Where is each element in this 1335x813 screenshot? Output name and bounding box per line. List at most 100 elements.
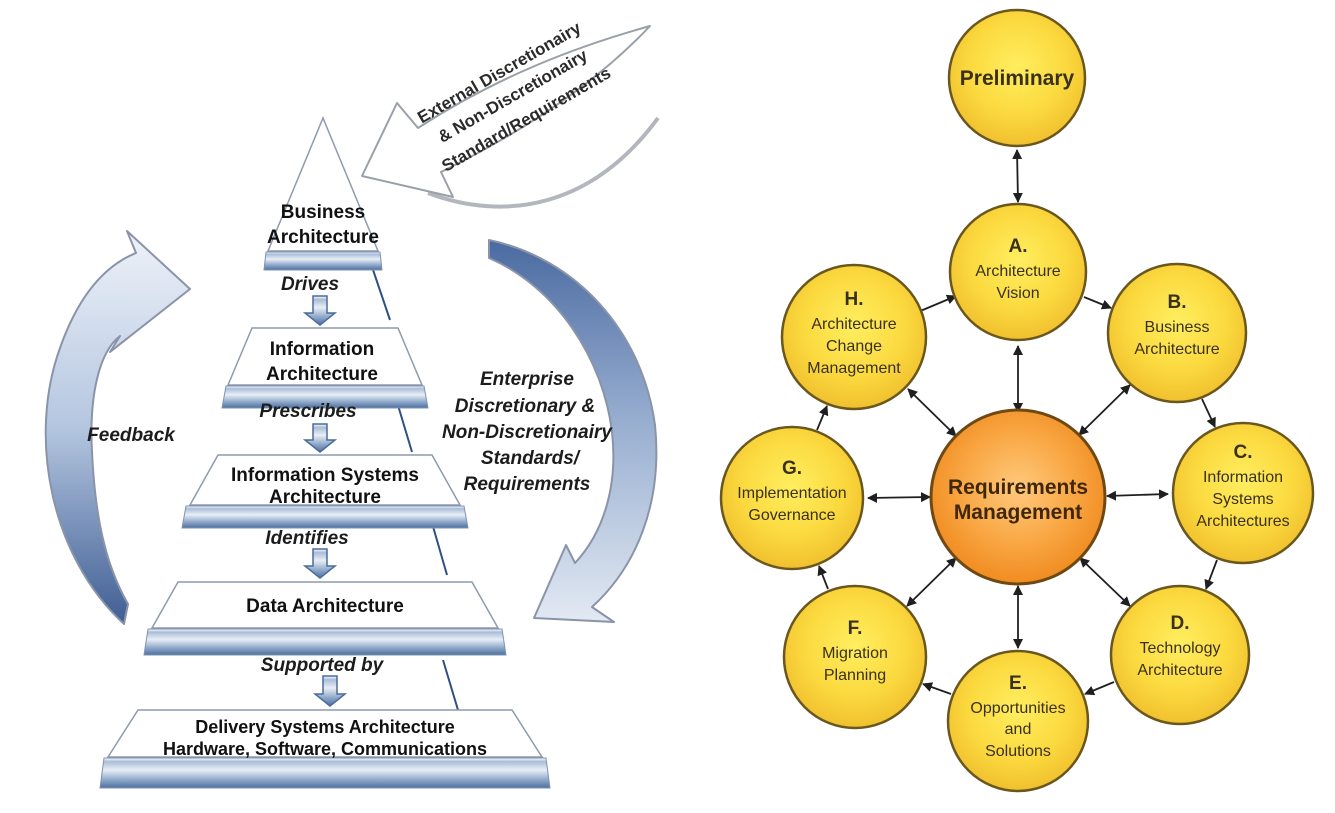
arrow-rm-g — [867, 492, 931, 503]
adm-arrows — [816, 149, 1218, 696]
enterprise-note: Enterprise Discretionary & Non-Discretio… — [442, 369, 613, 495]
enterprise-note-line-3: Non-Discretionairy — [442, 422, 613, 443]
phase-h-name-line-2: Change — [826, 338, 882, 355]
delivery-systems-architecture-line-1: Delivery Systems Architecture — [195, 717, 454, 737]
level-arrow-1 — [302, 295, 338, 326]
external-requirements-shadow-arc — [427, 116, 660, 209]
level-3-face — [188, 454, 462, 506]
phase-g-circle — [719, 425, 865, 571]
level-2-bar — [221, 385, 429, 409]
enterprise-note-line-5: Requirements — [464, 474, 591, 495]
requirements-management-line-1: Requirements — [948, 476, 1088, 499]
phase-h-circle — [780, 263, 928, 411]
data-architecture-label: Data Architecture — [246, 596, 404, 617]
phase-f-name-line-2: Planning — [824, 667, 886, 684]
preliminary-label: Preliminary — [960, 67, 1075, 90]
phase-b-letter: B. — [1168, 292, 1187, 313]
level-3-bar — [181, 505, 469, 529]
external-requirements-label: External Discretionairy & Non-Discretion… — [414, 18, 614, 176]
preliminary-circle — [947, 8, 1087, 148]
feedback-label: Feedback — [87, 425, 176, 446]
phase-a-name-line-1: Architecture — [975, 263, 1060, 280]
external-requirements-arrow — [361, 25, 651, 198]
arrow-rm-f — [906, 557, 957, 607]
level-5-face — [106, 709, 544, 758]
phase-c-name-line-3: Architectures — [1196, 513, 1289, 530]
arrow-e-to-f — [922, 682, 952, 695]
level-4-face — [150, 581, 500, 629]
requirements-management-line-2: Management — [954, 501, 1082, 524]
arrow-rm-h — [907, 388, 957, 437]
information-systems-architecture-line-2: Architecture — [269, 487, 381, 508]
phase-a-name-line-2: Vision — [996, 285, 1039, 302]
phase-e-circle — [946, 649, 1090, 793]
level-arrow-2 — [302, 423, 338, 453]
pyramid-edge-line-4 — [442, 659, 459, 711]
phase-g-name-line-2: Governance — [748, 507, 835, 524]
prescribes-label: Prescribes — [259, 401, 356, 422]
phase-h-name-line-1: Architecture — [811, 316, 896, 333]
enterprise-arrow — [488, 239, 658, 623]
nist-pyramid-diagram: Feedback Enterprise Discretionary & Non-… — [44, 18, 660, 789]
arrow-g-to-h — [816, 405, 829, 431]
phase-e-name-line-1: Opportunities — [970, 700, 1065, 717]
phase-b-circle — [1106, 262, 1248, 404]
phase-f-name-line-1: Migration — [822, 645, 888, 662]
phase-g-name-line-1: Implementation — [737, 485, 846, 502]
phase-d-letter: D. — [1171, 613, 1190, 634]
arrow-rm-b — [1078, 384, 1131, 436]
phase-c-name-line-1: Information — [1203, 469, 1283, 486]
pyramid-edge-line-3 — [431, 522, 448, 576]
arrow-h-to-a — [917, 294, 957, 313]
phase-c-name-line-2: Systems — [1212, 491, 1273, 508]
information-systems-architecture-line-1: Information Systems — [231, 465, 419, 486]
phase-e-letter: E. — [1009, 673, 1027, 694]
level-1-face — [266, 116, 380, 252]
business-architecture-line-2: Architecture — [267, 227, 379, 248]
level-arrow-4 — [312, 675, 348, 707]
drives-label: Drives — [281, 274, 339, 295]
enterprise-note-line-2: Discretionary & — [455, 396, 595, 417]
phase-h-letter: H. — [845, 289, 864, 310]
phase-c-letter: C. — [1234, 442, 1253, 463]
supported-by-label: Supported by — [261, 655, 385, 676]
level-2-face — [226, 327, 424, 386]
feedback-arrow — [44, 230, 191, 625]
phase-d-circle — [1109, 584, 1251, 726]
identifies-label: Identifies — [265, 528, 348, 549]
arrow-c-to-d — [1204, 559, 1218, 590]
arrow-b-to-c — [1201, 398, 1216, 428]
phase-e-name-line-2: and — [1005, 721, 1032, 738]
phase-a-letter: A. — [1009, 236, 1028, 257]
phase-f-letter: F. — [848, 618, 863, 639]
phase-c-circle — [1171, 421, 1315, 565]
level-1-bar — [263, 251, 383, 271]
phase-b-name-line-1: Business — [1145, 319, 1210, 336]
arrow-rm-d — [1079, 557, 1131, 607]
arrow-rm-c — [1106, 489, 1169, 501]
phase-g-letter: G. — [782, 458, 802, 479]
level-arrow-3 — [302, 548, 338, 579]
phase-e-name-line-3: Solutions — [985, 743, 1051, 760]
phase-b-name-line-2: Architecture — [1134, 341, 1219, 358]
level-4-bar — [143, 628, 507, 656]
requirements-management-circle — [929, 408, 1107, 586]
phase-a-circle — [948, 202, 1088, 342]
phase-f-circle — [782, 584, 928, 730]
information-architecture-line-2: Architecture — [266, 364, 378, 385]
phase-h-name-line-3: Management — [807, 360, 901, 377]
arrow-d-to-e — [1084, 681, 1115, 696]
level-5-bar — [99, 757, 551, 789]
arrow-a-to-b — [1083, 296, 1112, 310]
phase-d-name-line-1: Technology — [1140, 640, 1221, 657]
business-architecture-line-1: Business — [281, 202, 365, 223]
phase-d-name-line-2: Architecture — [1137, 662, 1222, 679]
arrow-preliminary-a — [1012, 149, 1023, 203]
enterprise-note-line-4: Standards/ — [481, 448, 581, 469]
information-architecture-line-1: Information — [270, 339, 375, 360]
pyramid-edge-line-2 — [396, 401, 413, 453]
arrow-f-to-g — [817, 565, 829, 590]
togaf-adm-diagram: Preliminary A. Architecture Vision H. Ar… — [719, 8, 1315, 793]
delivery-systems-architecture-line-2: Hardware, Software, Communications — [163, 739, 487, 759]
enterprise-note-line-1: Enterprise — [480, 369, 574, 390]
